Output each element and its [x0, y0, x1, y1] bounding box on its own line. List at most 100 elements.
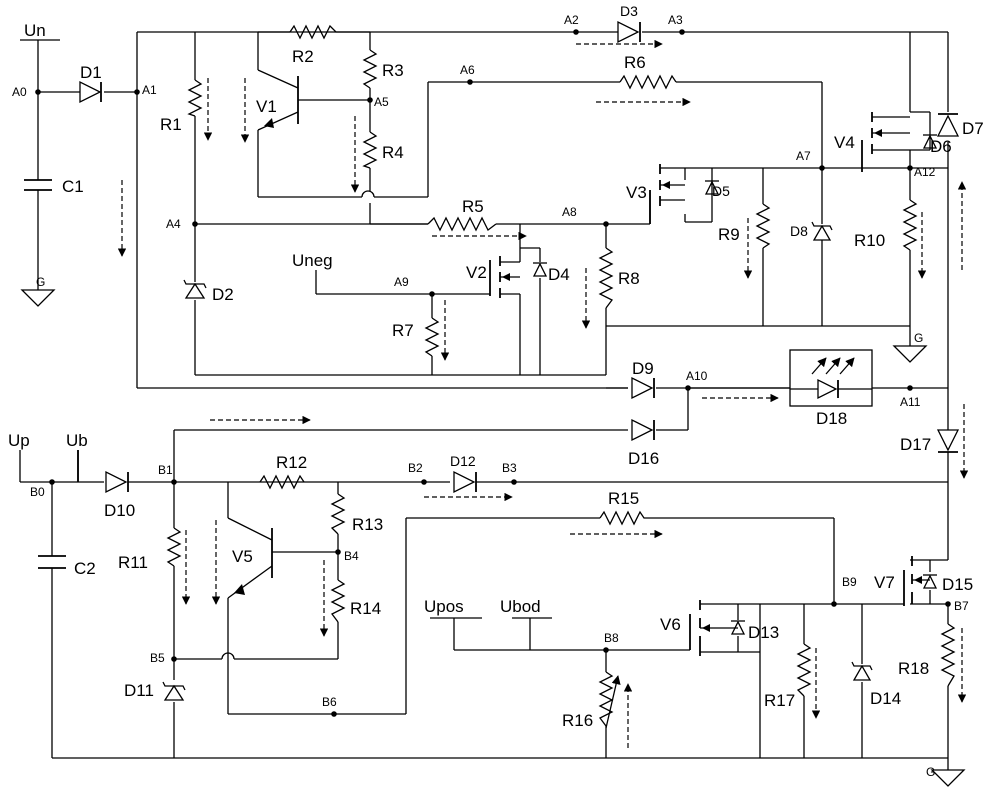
label-v5: V5 — [232, 547, 253, 566]
node-a6: A6 — [460, 63, 475, 77]
label-d14: D14 — [870, 689, 901, 708]
resistor-r6 — [619, 74, 677, 90]
label-d8: D8 — [790, 223, 808, 239]
node-a4: A4 — [166, 217, 181, 231]
capacitor-c1 — [24, 179, 52, 191]
label-d15: D15 — [942, 575, 973, 594]
resistor-r2 — [289, 24, 370, 40]
body-diode-d15 — [922, 574, 938, 589]
node-a2: A2 — [564, 13, 579, 27]
body-diode-d4 — [532, 262, 548, 277]
node-a5: A5 — [374, 95, 389, 109]
label-r9: R9 — [718, 225, 740, 244]
label-g2: G — [914, 331, 923, 345]
node-b0: B0 — [30, 485, 45, 499]
diode-d17 — [936, 429, 960, 482]
body-diode-d13 — [730, 620, 746, 635]
node-b6: B6 — [322, 695, 337, 709]
resistor-r5 — [427, 216, 497, 232]
label-v7: V7 — [874, 573, 895, 592]
label-c2: C2 — [74, 559, 96, 578]
transistor-v5 — [227, 517, 273, 599]
node-a3: A3 — [668, 13, 683, 27]
resistor-r9 — [755, 203, 771, 249]
label-v3: V3 — [626, 183, 647, 202]
node-a8: A8 — [562, 205, 577, 219]
junction-dots — [35, 29, 951, 717]
label-d12: D12 — [450, 453, 476, 469]
label-r14: R14 — [350, 599, 381, 618]
label-r10: R10 — [854, 231, 885, 250]
node-a9: A9 — [394, 275, 409, 289]
resistor-r7 — [424, 317, 440, 357]
resistor-r17 — [796, 643, 812, 697]
diode-d16 — [631, 418, 655, 442]
node-a0: A0 — [12, 85, 27, 99]
diode-d10 — [105, 470, 129, 494]
resistor-r11 — [166, 527, 182, 567]
label-r8: R8 — [618, 269, 640, 288]
zener-diode-d14 — [851, 661, 873, 681]
zener-diode-d8 — [811, 221, 833, 241]
label-d18: D18 — [816, 409, 847, 428]
label-d17: D17 — [900, 435, 931, 454]
label-r12: R12 — [276, 453, 307, 472]
node-a12: A12 — [914, 165, 936, 179]
label-r5: R5 — [462, 197, 484, 216]
current-flow-arrows — [117, 39, 969, 748]
transistor-v1 — [257, 69, 299, 131]
label-r13: R13 — [352, 515, 383, 534]
bottom-circuit-wires — [19, 387, 949, 770]
node-b7: B7 — [954, 599, 969, 613]
label-v4: V4 — [834, 133, 855, 152]
led-d18 — [789, 349, 873, 407]
label-upos: Upos — [424, 597, 464, 616]
diode-d3 — [617, 20, 641, 44]
node-a1: A1 — [142, 83, 157, 97]
resistor-r18 — [940, 623, 956, 687]
label-v1: V1 — [256, 97, 277, 116]
diode-d7 — [936, 113, 960, 137]
label-ub: Ub — [66, 431, 88, 450]
label-d10: D10 — [104, 501, 135, 520]
label-d7: D7 — [962, 119, 984, 138]
label-r17: R17 — [764, 691, 795, 710]
label-d16: D16 — [628, 449, 659, 468]
resistor-r4 — [362, 131, 378, 169]
body-diode-d5 — [704, 180, 720, 195]
label-d13: D13 — [748, 623, 779, 642]
ground-symbol-1 — [20, 289, 56, 307]
label-ubod: Ubod — [500, 597, 541, 616]
mosfet-v6 — [689, 600, 738, 656]
resistor-r16 — [598, 671, 621, 729]
mosfet-v7 — [903, 556, 930, 606]
node-b8: B8 — [604, 631, 619, 645]
label-v2: V2 — [466, 263, 487, 282]
node-a7: A7 — [796, 149, 811, 163]
component-labels: Un Up Ub Uneg Upos Ubod G G G D1 D2 D3 D… — [8, 3, 984, 779]
label-r11: R11 — [118, 553, 148, 572]
node-b2: B2 — [408, 461, 423, 475]
resistor-r12 — [259, 474, 305, 490]
mosfet-v2 — [489, 256, 520, 298]
label-d11: D11 — [124, 681, 154, 700]
diode-d9 — [631, 376, 655, 400]
label-d9: D9 — [632, 359, 654, 378]
resistor-r3 — [362, 49, 378, 89]
diode-d12 — [453, 470, 477, 494]
resistor-r15 — [599, 510, 648, 526]
node-b5: B5 — [150, 651, 165, 665]
label-d5: D5 — [712, 183, 730, 199]
zener-diode-d11 — [162, 681, 186, 701]
label-r1: R1 — [160, 115, 182, 134]
label-d4: D4 — [548, 265, 570, 284]
top-circuit-wires — [20, 31, 949, 430]
label-d2: D2 — [212, 285, 234, 304]
label-r6: R6 — [624, 53, 646, 72]
label-g1: G — [36, 275, 45, 289]
label-un: Un — [24, 21, 46, 40]
label-r16: R16 — [562, 711, 593, 730]
label-r15: R15 — [608, 489, 639, 508]
node-b4: B4 — [344, 549, 359, 563]
